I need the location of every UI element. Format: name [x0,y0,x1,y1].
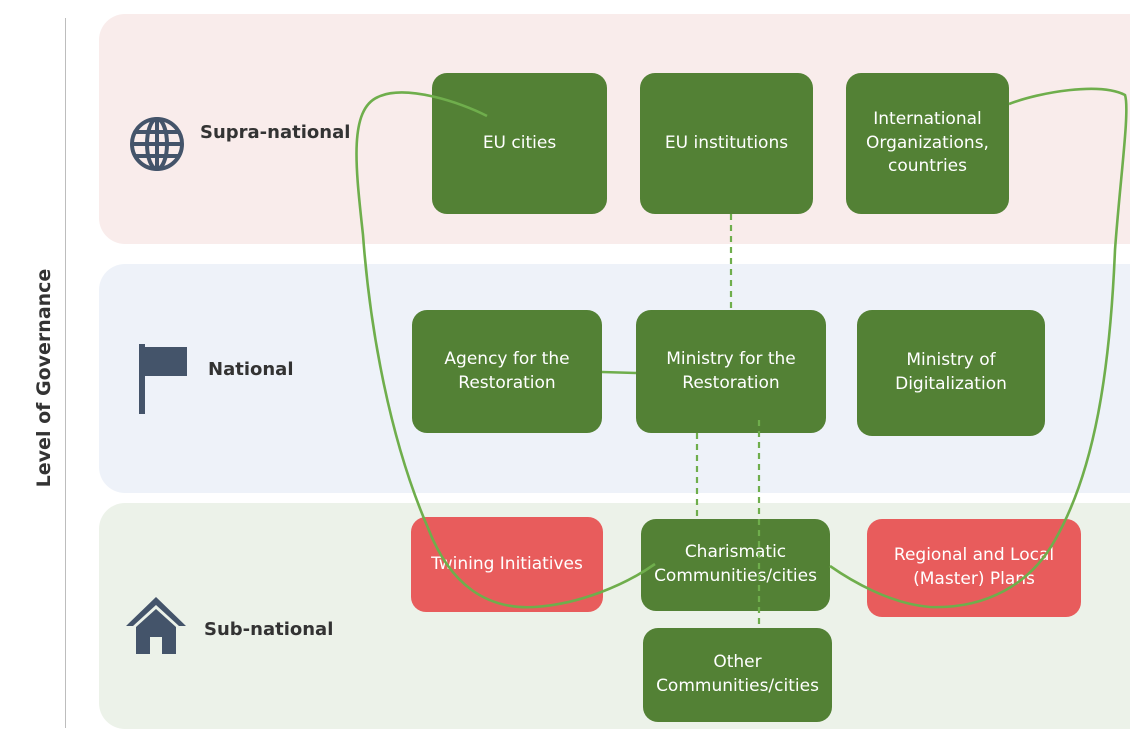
national-label: National [208,359,294,380]
axis-line [65,18,66,728]
globe-icon [130,117,184,171]
twining-initiatives-node: Twining Initiatives [411,517,603,612]
charismatic-communities-text: Charismatic Communities/cities [654,542,817,586]
eu-institutions-node: EU institutions [640,73,813,214]
sub-national-label: Sub-national [204,619,334,640]
regional-plans-node: Regional and Local (Master) Plans [867,519,1081,617]
flag-icon [139,344,187,414]
axis-title: Level of Governance [33,268,55,488]
ministry-restoration-node: Ministry for the Restoration [636,310,826,433]
ministry-digitalization-text: Ministry of Digitalization [895,350,1007,394]
house-icon [126,597,186,654]
ministry-restoration-text: Ministry for the Restoration [666,348,796,393]
eu-cities-text: EU cities [482,132,557,153]
agency-restoration-node: Agency for the Restoration [412,310,602,433]
eu-institutions-text: EU institutions [664,132,789,153]
twining-initiatives-text: Twining Initiatives [431,553,583,574]
regional-plans-text: Regional and Local (Master) Plans [893,545,1055,589]
eu-cities-node: EU cities [432,73,607,214]
agency-restoration-text: Agency for the Restoration [444,348,570,393]
international-orgs-node: International Organizations, countries [846,73,1009,214]
supra-national-label: Supra-national [200,122,351,143]
other-communities-text: Other Communities/cities [656,652,819,696]
international-orgs-text: International Organizations, countries [866,108,989,177]
other-communities-node: Other Communities/cities [643,628,832,722]
charismatic-communities-node: Charismatic Communities/cities [641,519,830,611]
ministry-digitalization-node: Ministry of Digitalization [857,310,1045,436]
